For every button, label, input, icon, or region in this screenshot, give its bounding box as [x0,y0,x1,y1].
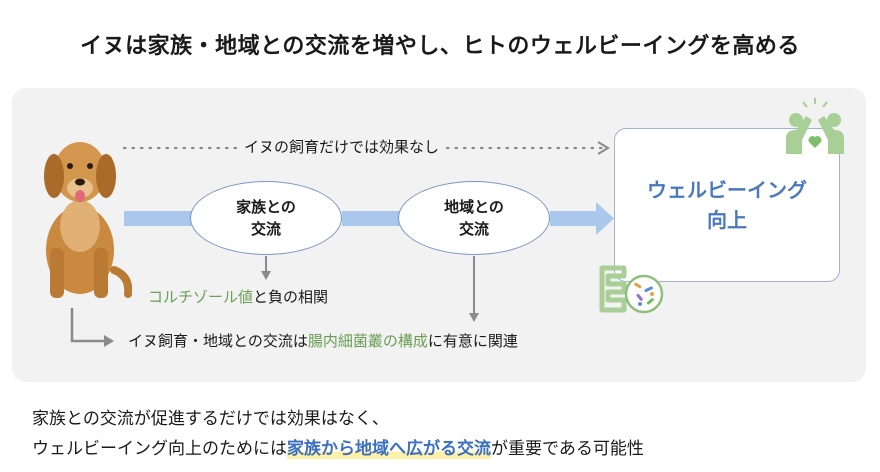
conclusion-prefix: ウェルビーイング向上のためには [32,439,287,459]
cortisol-note: コルチゾール値と負の相関 [148,286,328,307]
node-family-interaction: 家族との 交流 [190,181,342,255]
node-community-line2: 交流 [458,220,489,238]
conclusion-suffix: が重要である可能性 [491,439,644,459]
page-title: イヌは家族・地域との交流を増やし、ヒトのウェルビーイングを高める [80,34,800,59]
community-down-arrowhead [469,313,479,322]
flow-bar-2 [342,211,400,226]
node-community-line1: 地域との [444,198,504,216]
dotted-arrow-label: イヌの飼育だけでは効果なし [240,136,444,157]
conclusion-line-2: ウェルビーイング向上のためには家族から地域へ広がる交流が重要である可能性 [32,434,644,459]
node-family-line1: 家族との [236,198,296,216]
gut-microbiome-icon [599,265,664,314]
conclusion-line-1: 家族との交流が促進するだけでは効果はなく、 [32,409,389,429]
family-down-arrowhead [261,271,271,280]
dog-photo [44,142,132,298]
node-community-interaction: 地域との 交流 [398,181,550,255]
microbiome-note: イヌ飼育・地域との交流は腸内細菌叢の構成に有意に関連 [128,330,518,351]
cortisol-rest: と負の相関 [253,288,329,306]
microbiome-prefix: イヌ飼育・地域との交流は [128,332,308,350]
flow-bar-1 [124,211,192,226]
dog-l-arrowhead [104,335,114,347]
node-family-line2: 交流 [250,220,281,238]
cortisol-highlight: コルチゾール値 [148,288,254,306]
outcome-wellbeing-box: ウェルビーイング 向上 [614,128,840,282]
microbiome-suffix: に有意に関連 [427,332,518,350]
people-heart-icon [786,98,844,154]
microbiome-highlight: 腸内細菌叢の構成 [307,332,428,350]
dog-l-arrow [70,308,106,343]
dotted-arrow-head [597,141,610,155]
flow-arrow-head [596,202,614,235]
outcome-line1: ウェルビーイング [647,178,807,202]
conclusion-highlight: 家族から地域へ広がる交流 [287,439,491,459]
flow-bar-3 [550,211,596,226]
outcome-line2: 向上 [707,208,747,232]
